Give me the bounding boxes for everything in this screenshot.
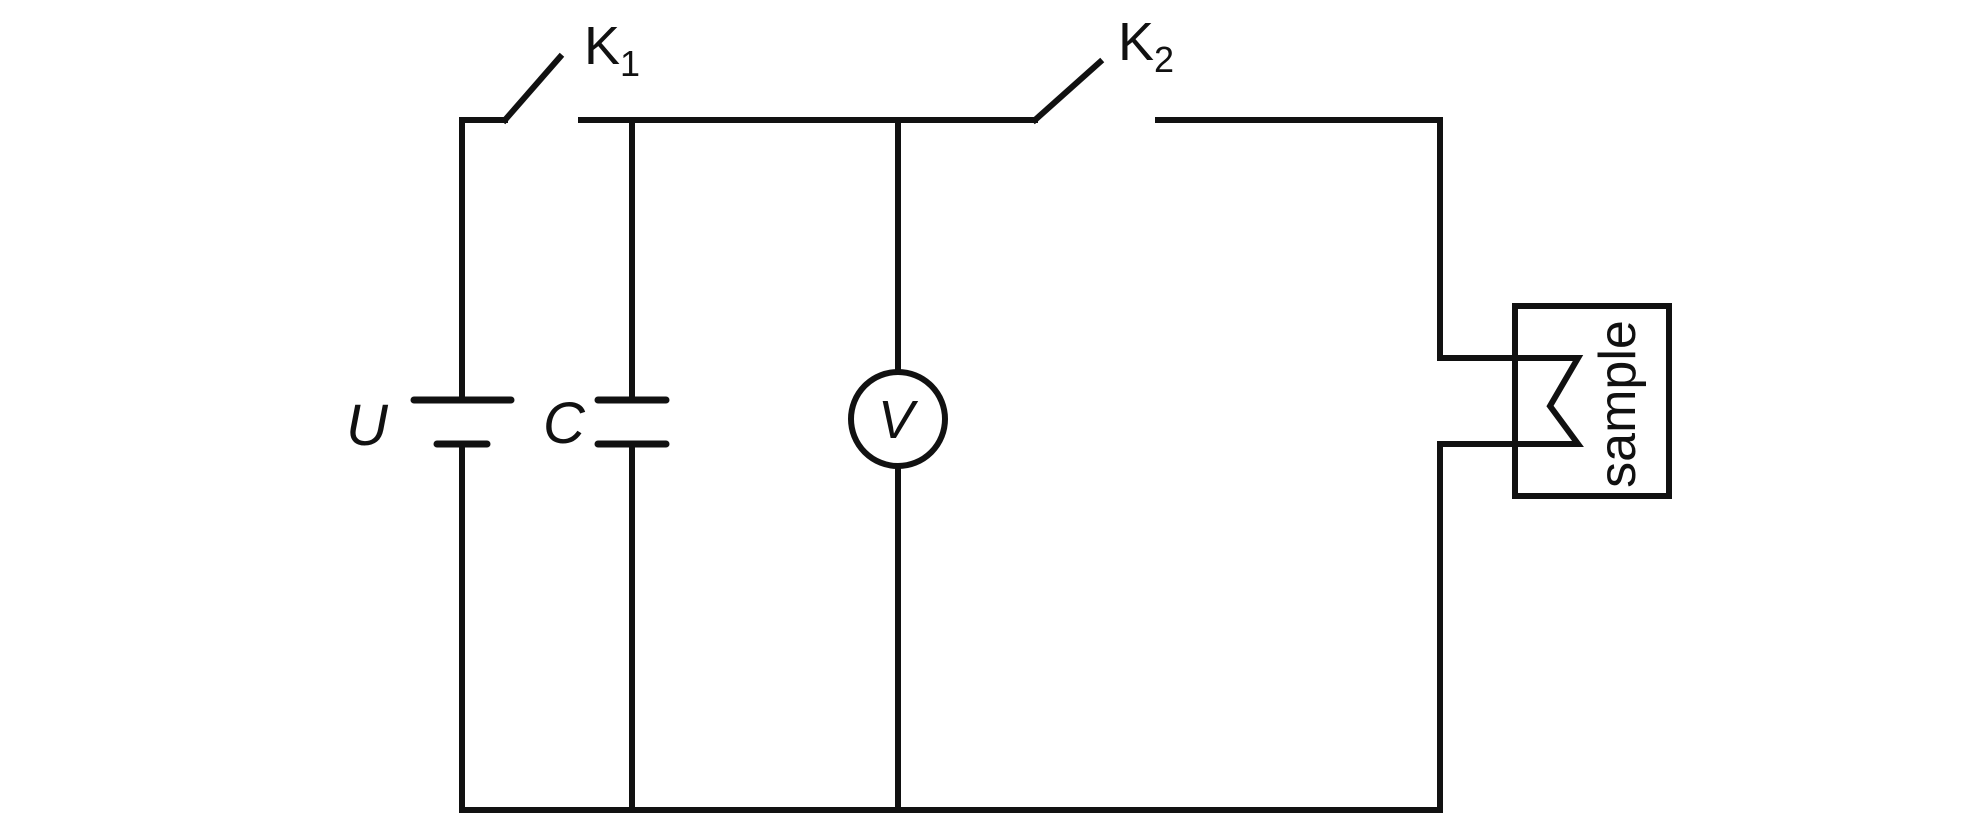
capacitor-label: C [543, 391, 586, 456]
right-bottom-wire [1437, 441, 1518, 813]
switch-k1-subscript: 1 [620, 43, 640, 84]
sample-zigzag [1512, 355, 1584, 447]
voltmeter-label: V [878, 390, 919, 450]
switch-k2-subscript: 2 [1154, 39, 1174, 80]
voltmeter-branch [848, 117, 948, 813]
source-top-wire [459, 117, 508, 403]
switch-k2 [1030, 57, 1105, 125]
switch-k1-label: K1 [584, 16, 640, 84]
sample-label: sample [1589, 320, 1647, 488]
right-top-wire [1155, 117, 1518, 361]
switch-k2-label: K2 [1118, 12, 1174, 80]
switch-k2-blade [1030, 57, 1105, 125]
sample-branch [1155, 117, 1672, 813]
sample-box [1512, 303, 1672, 499]
capacitor-branch [594, 117, 670, 813]
source-label: U [346, 393, 389, 458]
switch-k1 [500, 52, 594, 125]
source-branch [410, 117, 515, 813]
switch-k1-blade [500, 52, 565, 125]
